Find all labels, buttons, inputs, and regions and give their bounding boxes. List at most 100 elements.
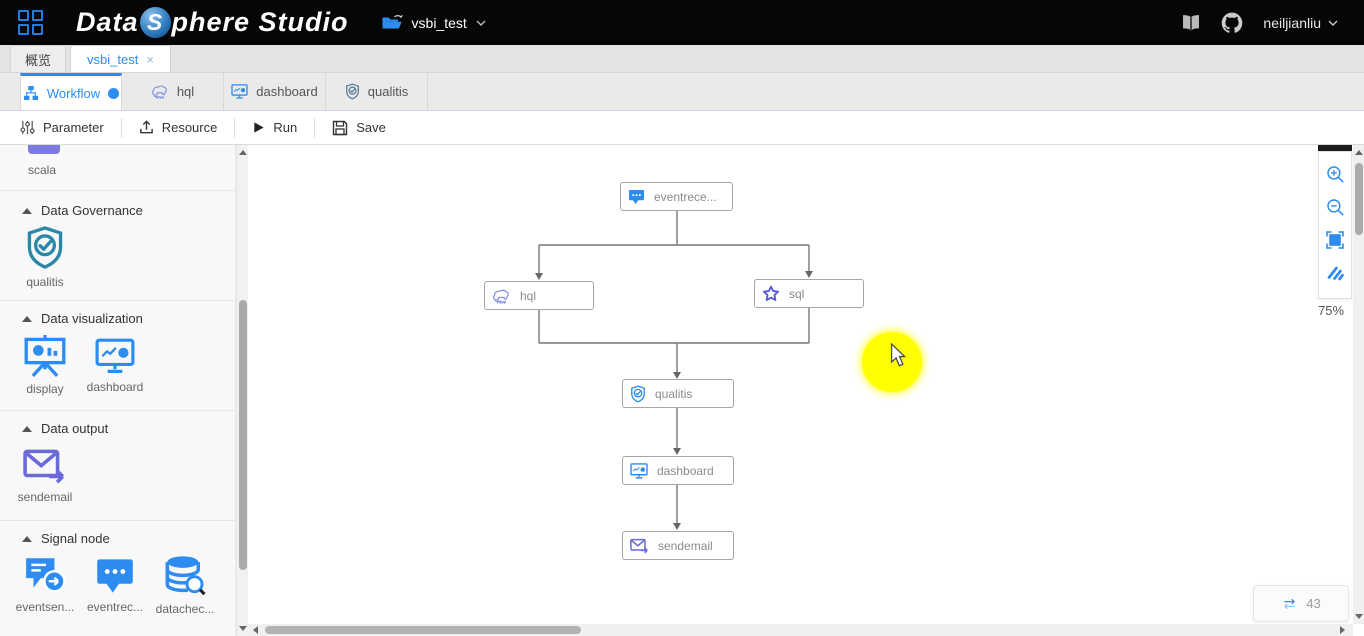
event-receive-icon [628, 189, 645, 205]
node-sql[interactable]: sql [754, 279, 864, 308]
save-button[interactable]: Save [328, 120, 390, 136]
section-signal-node[interactable]: Signal node [22, 531, 110, 546]
user-name: neiljianliu [1263, 14, 1321, 31]
palette-item-eventreceiver[interactable]: eventrec... [80, 557, 150, 614]
section-title: Data output [41, 421, 109, 436]
node-sendemail[interactable]: sendemail [622, 531, 734, 560]
minimap-collapsed-bar[interactable] [1318, 145, 1352, 153]
workflow-tab-bar: Workflow hql dashboard qualitis [0, 73, 1364, 111]
tab-workflow[interactable]: Workflow [20, 73, 122, 110]
scroll-up-icon[interactable] [239, 150, 247, 155]
page-tab-bar: 概览 vsbi_test × [0, 45, 1364, 73]
canvas-horizontal-scrollbar[interactable] [248, 624, 1353, 636]
collapse-icon [22, 535, 32, 542]
auto-format-button[interactable] [1325, 263, 1345, 283]
app-grid-icon[interactable] [18, 9, 44, 36]
spark-icon [762, 285, 780, 303]
divider [0, 410, 235, 411]
node-hql[interactable]: hql [484, 281, 594, 310]
header-right: neiljianliu [1181, 12, 1364, 34]
zoom-in-button[interactable] [1325, 164, 1345, 184]
chevron-down-icon [1328, 20, 1338, 26]
divider [0, 300, 235, 301]
node-qualitis[interactable]: qualitis [622, 379, 734, 408]
scala-icon[interactable] [28, 145, 60, 154]
shield-check-icon [630, 385, 646, 403]
logo-text-data: Data [76, 7, 139, 37]
zoom-level: 75% [1318, 303, 1345, 318]
divider [314, 117, 316, 138]
node-dashboard[interactable]: dashboard [622, 456, 734, 485]
section-data-visualization[interactable]: Data visualization [22, 311, 143, 326]
format-icon [1326, 264, 1344, 282]
scrollbar-thumb[interactable] [265, 626, 581, 634]
section-data-governance[interactable]: Data Governance [22, 203, 143, 218]
canvas-vertical-scrollbar[interactable] [1353, 145, 1364, 624]
tab-vsbi-test[interactable]: vsbi_test × [70, 45, 171, 72]
version-switch-button[interactable]: 43 [1253, 585, 1349, 622]
parameter-label: Parameter [43, 120, 104, 135]
zoom-in-icon [1326, 165, 1345, 184]
workflow-canvas[interactable]: eventrece... hql sql qualitis dashboard … [248, 145, 1364, 636]
palette-item-qualitis[interactable]: qualitis [10, 225, 80, 289]
parameter-button[interactable]: Parameter [16, 120, 108, 135]
logo-text-rest: phere Studio [171, 7, 349, 37]
play-icon [252, 121, 265, 134]
tab-hql[interactable]: hql [122, 73, 224, 110]
scroll-left-icon[interactable] [253, 626, 258, 634]
node-eventreceiver[interactable]: eventrece... [620, 182, 733, 211]
scroll-down-icon[interactable] [239, 626, 247, 631]
resource-button[interactable]: Resource [135, 120, 222, 135]
tab-hql-label: hql [176, 84, 195, 99]
close-icon[interactable]: × [146, 51, 154, 67]
divider [234, 117, 236, 138]
run-button[interactable]: Run [248, 120, 301, 135]
divider [120, 117, 122, 138]
user-menu[interactable]: neiljianliu [1263, 15, 1338, 31]
node-label: eventrece... [654, 189, 717, 204]
scroll-down-icon[interactable] [1354, 614, 1363, 619]
dashboard-icon [630, 463, 648, 479]
palette-item-sendemail[interactable]: sendemail [10, 445, 80, 504]
palette-item-scala-label: scala [28, 163, 57, 177]
sidebar-scrollbar[interactable] [236, 145, 248, 636]
data-check-icon [164, 555, 206, 597]
palette-item-eventsender[interactable]: eventsen... [10, 555, 80, 614]
palette-item-label: qualitis [26, 275, 64, 289]
docs-book-icon[interactable] [1181, 14, 1201, 31]
save-label: Save [356, 120, 386, 135]
palette-item-datachecker[interactable]: datachec... [150, 555, 220, 616]
fit-view-icon [1326, 231, 1344, 249]
project-selector[interactable]: vsbi_test [381, 14, 486, 32]
mail-send-icon [23, 445, 67, 485]
collapse-icon [22, 207, 32, 214]
workflow-edges [535, 211, 813, 530]
github-icon[interactable] [1221, 12, 1243, 34]
palette-item-dashboard[interactable]: dashboard [80, 337, 150, 394]
palette-item-label: display [26, 382, 64, 396]
tab-overview[interactable]: 概览 [10, 45, 67, 72]
folder-icon [381, 14, 403, 32]
tab-dashboard[interactable]: dashboard [224, 73, 326, 110]
palette-item-display[interactable]: display [10, 335, 80, 396]
upload-icon [139, 120, 154, 135]
section-data-output[interactable]: Data output [22, 421, 108, 436]
tab-overview-label: 概览 [25, 52, 52, 68]
mouse-cursor-icon [887, 343, 907, 369]
fit-view-button[interactable] [1325, 230, 1345, 250]
zoom-out-button[interactable] [1325, 197, 1345, 217]
scrollbar-thumb[interactable] [239, 300, 247, 570]
node-label: qualitis [655, 386, 693, 401]
divider [0, 190, 235, 191]
save-icon [332, 120, 348, 136]
canvas-zoom-panel [1318, 151, 1352, 299]
scroll-right-icon[interactable] [1340, 626, 1345, 634]
scrollbar-thumb[interactable] [1354, 163, 1363, 235]
tab-qualitis[interactable]: qualitis [326, 73, 428, 110]
sliders-icon [20, 120, 35, 135]
swap-icon [1281, 598, 1298, 610]
scroll-up-icon[interactable] [1354, 150, 1363, 155]
section-title: Data visualization [41, 311, 143, 326]
mail-send-icon [630, 537, 649, 554]
node-label: sql [789, 286, 805, 301]
